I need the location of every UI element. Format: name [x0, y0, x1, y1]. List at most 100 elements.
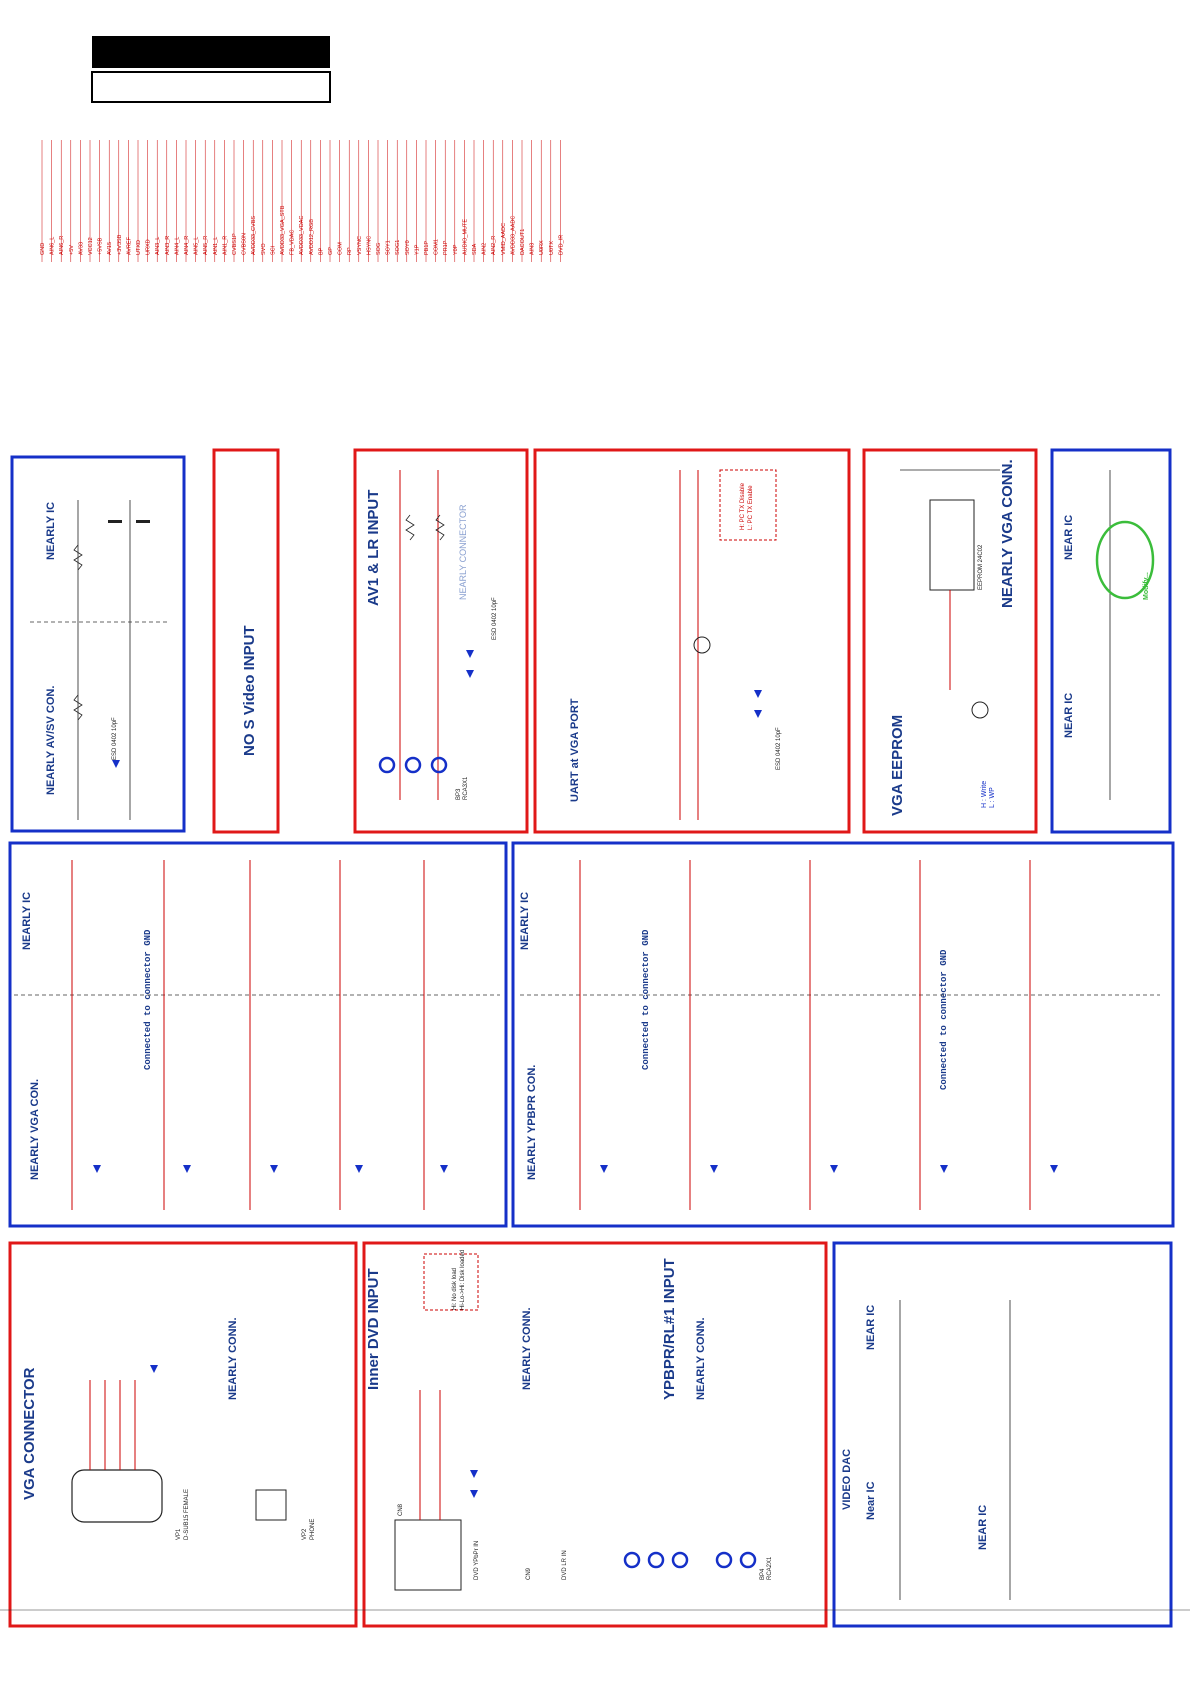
video-dac-wiring	[899, 1300, 1011, 1600]
title-video-dac: VIDEO DAC	[841, 1449, 853, 1510]
title-near-ic-d: Near IC	[865, 1481, 877, 1520]
title-nearly-vga-conn-top: NEARLY VGA CONN.	[999, 459, 1016, 608]
net-label: AIN4_R	[184, 236, 190, 255]
panel-near-ic-top	[1050, 448, 1172, 834]
net-label: CVBS0N	[242, 233, 248, 255]
net-label: AIN6_L	[50, 237, 56, 255]
net-label: HSYNC	[366, 236, 372, 255]
load-note: Hi-Lo->Hi: Disk loaded	[460, 1250, 466, 1310]
net-label: AIN3	[530, 243, 536, 255]
rca3x1-label: RCA3X1	[463, 776, 469, 800]
av-sv-wiring	[30, 500, 170, 820]
net-label: AVDD33_VGA_STB	[280, 205, 286, 255]
tx-note-l: L: PC TX Enable	[748, 485, 754, 530]
net-label: AIN2	[482, 243, 488, 255]
net-label: AIN3_L	[155, 237, 161, 255]
net-label: AUDIO_MUTE	[462, 219, 468, 255]
title-connected-gnd-1: Connected to connector GND	[143, 929, 153, 1070]
title-no-svideo: NO S Video INPUT	[241, 625, 258, 756]
eeprom-label: EEPROM 24C02	[978, 544, 984, 590]
net-label: +5V	[69, 245, 75, 255]
title-connected-gnd-3: Connected to connector GND	[939, 949, 949, 1090]
dvd-ypbpr-wiring	[394, 1253, 757, 1591]
title-bar	[92, 36, 330, 68]
panel-inner-dvd-ypbpr	[362, 1241, 828, 1628]
panel-av1-lr	[353, 448, 529, 834]
net-label: VMID_AADC	[501, 223, 507, 255]
title-nearly-ic-3: NEARLY IC	[519, 892, 531, 950]
net-label: SCI	[270, 245, 276, 255]
net-label: AIN4_L	[174, 237, 180, 255]
net-label: AVREF	[126, 236, 132, 255]
esd-label-1: ESD 0402 10pF	[112, 717, 118, 760]
net-label: RP	[347, 247, 353, 255]
eeprom-wiring	[900, 469, 1000, 719]
bp3-label: BP3	[456, 788, 462, 800]
net-label: AV33	[78, 242, 84, 255]
net-label: AIN3_R	[165, 236, 171, 255]
esd-label-3: ESD 0402 10pF	[776, 727, 782, 770]
title-nearly-av-sv: NEARLY AV/SV CON.	[45, 686, 57, 795]
net-label: COM1	[434, 239, 440, 255]
title-uart-vga: UART at VGA PORT	[569, 698, 581, 802]
panel-nearly-av-sv	[10, 455, 186, 833]
vp1-label: VP1	[176, 1528, 182, 1540]
vp2-label: VP2	[302, 1528, 308, 1540]
title-ypbpr-rl1: YPBPR/RL#1 INPUT	[661, 1258, 678, 1400]
phone-label: PHONE	[310, 1519, 316, 1540]
title-nearly-vga-con: NEARLY VGA CON.	[29, 1079, 41, 1180]
net-label: AIN1_R	[222, 236, 228, 255]
panel-no-svideo	[212, 448, 280, 834]
cn8-label: CN8	[398, 1503, 404, 1516]
net-label: U0RX	[539, 240, 545, 255]
net-label: GND	[40, 243, 46, 255]
net-label: UTXD	[136, 240, 142, 255]
wp-note: L : WP	[989, 787, 996, 808]
net-label: VSYNC	[357, 236, 363, 255]
title-connected-gnd-2: Connected to connector GND	[641, 929, 651, 1070]
tx-note-h: H: PC TX Disable	[740, 482, 746, 530]
net-label: SOY0	[405, 240, 411, 255]
title-near-ic-b: NEAR IC	[1063, 515, 1075, 560]
title-inner-dvd: Inner DVD INPUT	[365, 1268, 382, 1390]
title-nearly-conn-1: NEARLY CONN.	[227, 1317, 239, 1400]
net-label: SDA	[472, 243, 478, 255]
net-label: AIN5_L	[194, 237, 200, 255]
net-label: URXD	[146, 239, 152, 255]
net-label: COM	[338, 242, 344, 255]
ypbpr-wiring	[520, 860, 1160, 1210]
rca2x1-label: RCA2X1	[767, 1556, 773, 1580]
net-label: Y1P	[414, 244, 420, 255]
dvd-lr-label: DVD LR IN	[562, 1550, 568, 1580]
title-nearly-ic-2: NEARLY IC	[21, 892, 33, 950]
panel-uart-vga	[533, 448, 851, 834]
title-nearly-ic-1: NEARLY IC	[45, 502, 57, 560]
net-label: AIN1_L	[213, 237, 219, 255]
title-vga-eeprom: VGA EEPROM	[889, 715, 906, 816]
title-nearly-ypbpr-con: NEARLY YPBPR CON.	[526, 1065, 538, 1180]
title-nearly-conn-2: NEARLY CONN.	[521, 1307, 533, 1390]
title-nearly-conn-3: NEARLY CONN.	[695, 1317, 707, 1400]
net-label: GP	[328, 247, 334, 255]
subtitle-bar	[91, 71, 331, 103]
panel-vga-eeprom	[862, 448, 1038, 834]
panel-nearly-ypbpr-con	[511, 841, 1175, 1228]
modify-highlight	[1095, 520, 1155, 600]
net-label: DACOUT1	[520, 229, 526, 255]
dvd-ypbpr-label: DVD YPbPr IN	[474, 1541, 480, 1580]
net-label: AVDD33_CVBS	[251, 216, 257, 255]
net-label: +5VSB	[98, 237, 104, 255]
dsub-label: D-SUB15 FEMALE	[184, 1489, 190, 1540]
net-label: SOY1	[386, 240, 392, 255]
title-av1-lr: AV1 & LR INPUT	[365, 490, 382, 606]
net-label: PR1P	[443, 240, 449, 255]
net-label: AVDD12_RGB	[309, 219, 315, 255]
bp4-label: BP4	[760, 1568, 766, 1580]
net-label: Y0P	[453, 244, 459, 255]
title-near-ic-e: NEAR IC	[977, 1505, 989, 1550]
net-label: DVD_IR	[558, 235, 564, 255]
net-label: PB1P	[424, 241, 430, 255]
net-label: BP	[318, 247, 324, 255]
net-label: VCC12	[88, 237, 94, 255]
